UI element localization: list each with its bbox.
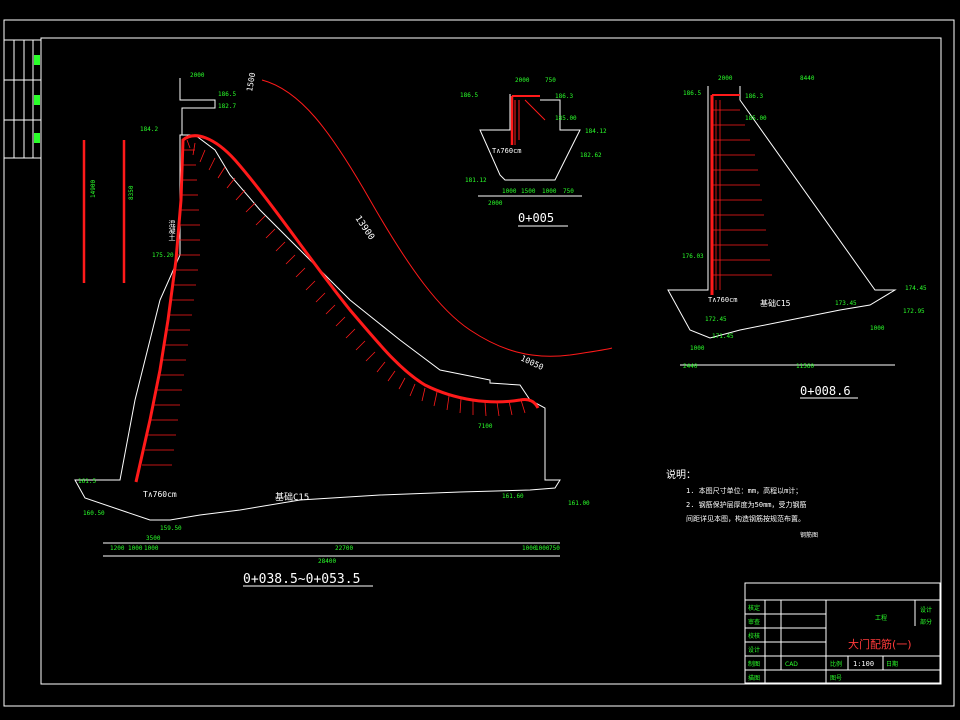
title-part: 部分 [920,618,932,626]
binding-strip [4,39,41,159]
title-row-0: 核定 [748,604,760,612]
main-section-title: 0+038.5~0+053.5 [243,572,360,587]
title-cad: CAD [785,661,798,668]
main-concrete-label: 基础C15 [275,491,309,503]
right-elev-left: 176.03 [682,253,704,260]
right-dim-top-0: 2000 [718,75,733,82]
title-row-5: 描图 [748,674,760,682]
main-elev-left-bottom: 161.5 [78,478,96,485]
right-concrete-label: 基础C15 [760,298,791,308]
right-dim-bottom-0: 1000 [690,345,705,352]
main-dim-curve-top: 1500 [245,72,257,93]
small-elev4: 184.12 [585,128,607,135]
small-elev2: 186.3 [555,93,573,100]
main-section: 14900 8350 186.5 182.7 184.2 175.20 161.… [74,72,613,587]
small-bottom-dim-0: 1000 [502,188,517,195]
right-dim-bottom-1: 2440 [683,363,698,370]
small-elev5: 182.62 [580,152,602,159]
small-label-ta: T∧760cm [492,147,522,155]
small-elev3: 185.00 [555,115,577,122]
notes-line2: 2. 钢筋保护层厚度为50mm，受力钢筋 [686,500,807,509]
title-scale: 1:100 [853,660,874,668]
main-elev-top: 186.5 [218,91,236,98]
right-elev-base-m: 173.45 [835,300,857,307]
small-bottom-dim-2: 1000 [542,188,557,195]
title-row-2: 校核 [748,632,760,640]
bar-length-14900: 14900 [90,180,97,198]
small-bottom-dim-3: 750 [563,188,574,195]
small-top-dim-1: 750 [545,77,556,84]
notes-line3: 间距详见本图，构造钢筋按规范布置。 [686,514,805,523]
small-top-dim-0: 2000 [515,77,530,84]
small-section: 186.5 186.3 185.00 184.12 182.62 181.12 … [460,77,607,227]
sheet-border-outer [3,19,955,707]
title-row-4: 制图 [748,660,760,668]
main-elev-top2: 182.7 [218,103,236,110]
main-dim-curve-main: 13900 [353,214,376,242]
main-dim-bottom-1: 1000 [128,545,143,552]
small-total-dim: 2000 [488,200,503,207]
main-dim-bottom-3: 3500 [146,535,161,542]
small-elev1: 186.5 [460,92,478,99]
main-dim-top: 2000 [190,72,205,79]
main-dim-bottom-4: 22700 [335,545,353,552]
title-stage: 设计 [920,606,932,614]
title-drawing-no: 图号 [830,675,842,682]
main-dim-bottom-2: 1000 [144,545,159,552]
main-elev-bottom-left: 160.50 [83,510,105,517]
main-vertical-label: 混凝土 [168,219,176,241]
right-elev-base-r1: 174.45 [905,285,927,292]
right-dim-bottom-2: 11560 [796,363,814,370]
small-bottom-dim-1: 1500 [521,188,536,195]
right-section-title: 0+008.6 [800,384,851,398]
small-elev6: 181.12 [465,177,487,184]
main-dim-bottom-5: 1000 [522,545,537,552]
main-elev-right-bottom1: 161.60 [502,493,524,500]
main-elev-right-bottom2: 161.00 [568,500,590,507]
title-project: 工程 [875,614,887,622]
notes-heading: 说明： [666,468,696,481]
bar-length-8350: 8350 [128,185,135,200]
main-dim-flat: 7100 [478,423,493,430]
main-elev-bottom-mid: 159.50 [160,525,182,532]
right-elev-base-l1: 172.45 [705,316,727,323]
main-dim-bottom-7: 750 [549,545,560,552]
title-block: 核定 审查 校核 设计 制图 描图 工程 设计 部分 大门配筋(一) 比例 1:… [744,582,941,684]
right-dim-bottom-3: 1000 [870,325,885,332]
title-scale-label: 比例 [830,660,842,668]
main-dim-bottom-0: 1200 [110,545,125,552]
main-label-ta: T∧760cm [143,490,177,499]
right-elev-top: 186.5 [683,90,701,97]
sheet-border-inner [40,37,942,685]
right-elev-mid: 185.00 [745,115,767,122]
main-elev-a: 184.2 [140,126,158,133]
right-elev-base-l2: 171.45 [712,333,734,340]
main-dim-bottom-8: 28400 [318,558,336,565]
right-label-ta: T∧760cm [708,296,738,304]
notes-line1: 1. 本图尺寸单位：mm，高程以m计； [686,486,802,495]
notes-line4: 钢筋图 [800,531,818,539]
main-elev-left-mid: 175.20 [152,252,174,259]
right-section: 186.5 186.3 185.00 176.03 174.45 172.95 … [667,75,927,399]
title-row-1: 审查 [748,618,760,626]
title-drawing-name: 大门配筋(一) [848,637,912,651]
right-elev-base-r2: 172.95 [903,308,925,315]
small-section-title: 0+005 [518,211,554,225]
right-elev-top2: 186.3 [745,93,763,100]
main-dim-bottom-6: 1000 [535,545,550,552]
title-row-3: 设计 [748,646,760,654]
title-date-label: 日期 [886,660,898,668]
notes-block: 说明： 1. 本图尺寸单位：mm，高程以m计； 2. 钢筋保护层厚度为50mm，… [666,468,818,539]
right-dim-top-1: 8440 [800,75,815,82]
